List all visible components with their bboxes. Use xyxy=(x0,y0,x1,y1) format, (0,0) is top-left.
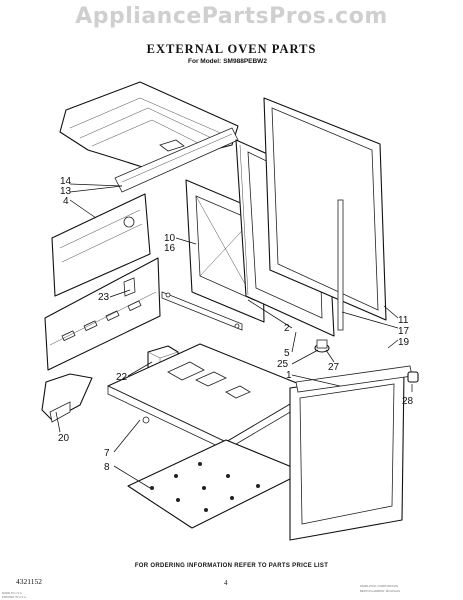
fine-print-right-1: WHIRLPOOL CORPORATION xyxy=(360,584,399,588)
knob-25 xyxy=(314,339,330,353)
rear-panel xyxy=(44,193,161,371)
handle-end-28 xyxy=(407,371,419,383)
outer-glass-panel xyxy=(263,97,387,331)
leader-lines xyxy=(55,183,413,489)
front-door xyxy=(289,365,413,541)
callout-8: 8 xyxy=(104,462,110,473)
callout-13: 13 xyxy=(60,186,72,197)
callout-4: 4 xyxy=(63,196,69,207)
callout-23: 23 xyxy=(98,292,110,303)
page-title: EXTERNAL OVEN PARTS xyxy=(146,42,317,56)
callout-10: 10 xyxy=(164,233,176,244)
callout-14: 14 xyxy=(60,176,72,187)
ordering-info: FOR ORDERING INFORMATION REFER TO PARTS … xyxy=(134,563,329,569)
callout-11: 11 xyxy=(398,315,409,326)
fine-print-left-1: MADE IN U.S.A. xyxy=(2,591,23,595)
lower-left-bracket xyxy=(41,373,93,423)
callout-1: 1 xyxy=(286,370,292,381)
model-number: SM988PEBW2 xyxy=(223,58,267,65)
callout-17: 17 xyxy=(398,326,410,337)
callout-7: 7 xyxy=(104,448,110,459)
callout-16: 16 xyxy=(164,243,176,254)
callout-22: 22 xyxy=(116,372,128,383)
top-vent-panel xyxy=(59,81,239,193)
callout-5: 5 xyxy=(284,348,290,359)
callout-28: 28 xyxy=(402,396,414,407)
page-number: 4 xyxy=(224,579,228,587)
watermark: AppliancePartsPros.com xyxy=(75,4,388,29)
callout-20: 20 xyxy=(58,433,70,444)
fine-print-right-2: BENTON HARBOR, MICHIGAN xyxy=(360,589,400,593)
callout-19: 19 xyxy=(398,337,410,348)
callout-labels: 14 13 4 10 16 23 22 7 8 20 2 5 25 27 1 1… xyxy=(58,176,414,473)
document-number: 4321152 xyxy=(16,577,42,586)
hinge-strip xyxy=(161,291,243,331)
fine-print-left-2: PRINTED IN U.S.A. xyxy=(2,595,27,599)
callout-25: 25 xyxy=(277,359,289,370)
callout-27: 27 xyxy=(328,362,340,373)
model-label: For Model: xyxy=(188,58,222,65)
model-line: For Model:SM988PEBW2 xyxy=(186,58,267,65)
window-liner xyxy=(185,179,265,323)
bottom-plate xyxy=(127,439,305,529)
callout-2: 2 xyxy=(284,323,290,334)
